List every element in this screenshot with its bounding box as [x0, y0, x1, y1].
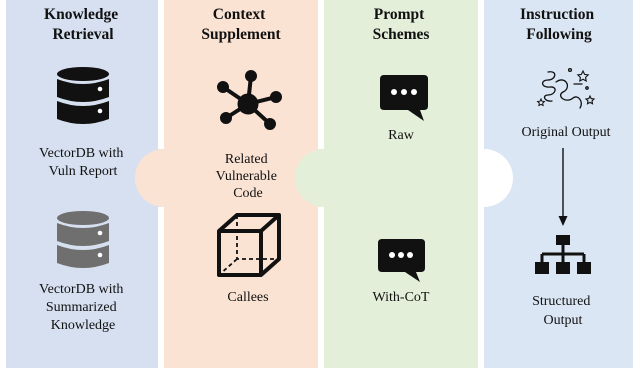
item-label: Related Vulnerable Code	[216, 152, 281, 201]
panel-title-line: Following	[526, 26, 592, 43]
panel-title-line: Schemes	[373, 26, 430, 43]
panel-title-line: Retrieval	[52, 26, 114, 43]
panel-title-line: Instruction	[520, 6, 594, 23]
scribble-stars-icon	[536, 67, 596, 109]
item-label: Raw	[388, 128, 415, 143]
chat-bubble-icon	[380, 75, 428, 121]
prompt-schemes-panel	[295, 0, 478, 368]
panel-title: Knowledge Retrieval	[44, 6, 122, 43]
panel-title: Context Supplement	[201, 6, 281, 43]
instruction-following-panel	[484, 0, 633, 368]
panel-title-line: Context	[213, 6, 266, 23]
item-label-line: Summarized	[46, 300, 117, 315]
item-label: With-CoT	[373, 290, 430, 305]
item-label: VectorDB with Summarized Knowledge	[39, 282, 127, 333]
item-label: Structured Output	[532, 294, 594, 328]
item-label: Original Output	[521, 125, 610, 140]
cube-icon	[217, 213, 281, 277]
item-label: Callees	[227, 290, 268, 305]
item-label-line: VectorDB with	[39, 282, 123, 297]
graph-network-icon	[217, 70, 282, 130]
database-icon	[57, 67, 109, 124]
chat-bubble-gray-icon	[378, 239, 425, 282]
item-label-line: Knowledge	[51, 318, 116, 333]
item-label-line: Related	[225, 152, 268, 167]
panel-title: Instruction Following	[520, 6, 598, 43]
panel-title: Prompt Schemes	[373, 6, 430, 43]
panel-title-line: Prompt	[374, 6, 425, 23]
item-label-line: Vuln Report	[49, 164, 118, 179]
item-label: VectorDB with Vuln Report	[39, 146, 127, 179]
item-label-line: Code	[233, 186, 263, 201]
context-supplement-panel	[135, 0, 347, 368]
item-label-line: Output	[544, 313, 583, 328]
knowledge-retrieval-panel	[6, 0, 187, 368]
flow-arrow	[558, 148, 568, 226]
hierarchy-tree-icon	[535, 235, 591, 274]
item-label-line: VectorDB with	[39, 146, 123, 161]
item-label-line: Structured	[532, 294, 590, 309]
item-label-line: Vulnerable	[216, 169, 277, 184]
panel-title-line: Supplement	[201, 26, 281, 43]
panel-title-line: Knowledge	[44, 6, 118, 23]
database-gray-icon	[57, 211, 109, 268]
